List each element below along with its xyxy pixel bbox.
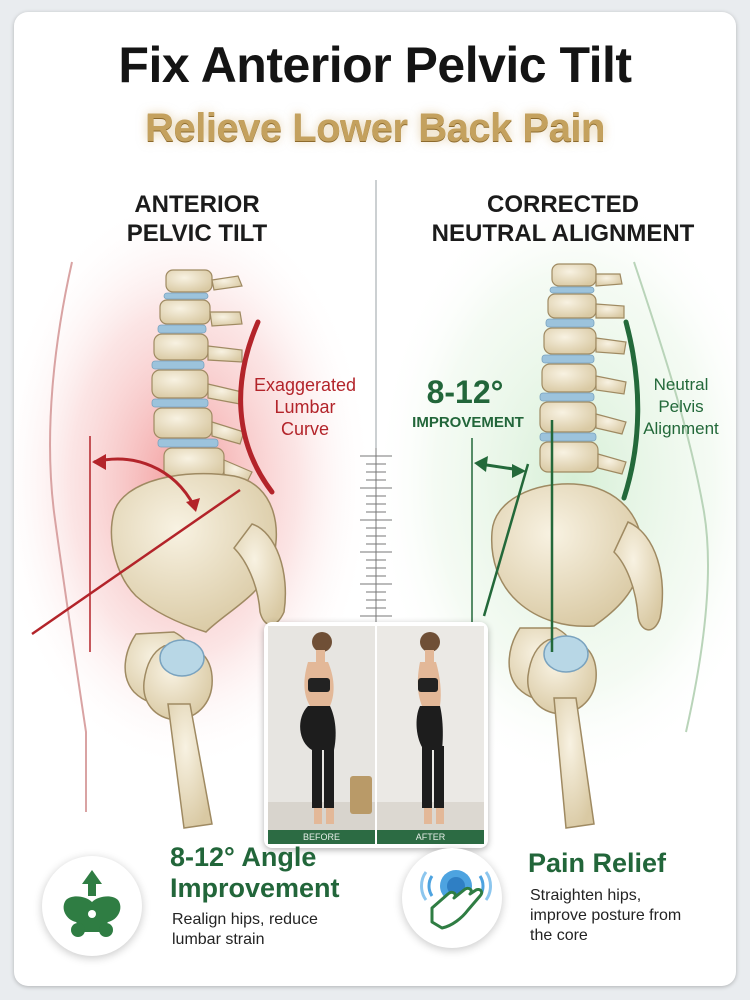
left-panel-heading: ANTERIOR PELVIC TILT <box>126 191 268 247</box>
benefit-icon-circle <box>42 856 142 956</box>
left-curve-bracket <box>238 319 275 495</box>
left-tilt-arrowhead-start <box>92 454 106 470</box>
page-subtitle: Relieve Lower Back Pain <box>145 106 605 150</box>
benefit-icon-circle <box>402 848 502 948</box>
before-figure <box>300 632 336 824</box>
improvement-value: 8-12° <box>426 374 504 410</box>
left-tilt-line <box>31 488 241 636</box>
right-measure-arrowhead-end <box>512 464 526 478</box>
left-tilt-arrowhead-end <box>186 498 200 512</box>
after-figure <box>416 632 444 824</box>
left-spine <box>151 269 253 485</box>
after-label: AFTER <box>377 830 484 844</box>
right-spine <box>539 263 627 475</box>
benefit-title-angle: 8-12° Angle Improvement <box>170 842 340 903</box>
right-tilt-line <box>482 463 530 617</box>
right-hip-socket <box>543 635 589 673</box>
page-title: Fix Anterior Pelvic Tilt <box>118 37 632 93</box>
right-measure-arrowhead-start <box>474 456 488 472</box>
right-alignment-bracket <box>621 319 641 501</box>
spine-pelvis-illustration <box>14 180 736 829</box>
before-after-photo: BEFORE AFTER <box>264 622 488 848</box>
left-hip-socket <box>159 639 205 677</box>
center-ruler <box>360 448 392 624</box>
pelvis-up-arrow-icon <box>63 870 121 937</box>
infographic-card: Fix Anterior Pelvic Tilt Relieve Lower B… <box>14 12 736 986</box>
before-label: BEFORE <box>268 830 375 844</box>
improvement-label: IMPROVEMENT <box>412 414 524 431</box>
right-panel-heading: CORRECTED NEUTRAL ALIGNMENT <box>431 191 695 247</box>
exaggerated-curve-annotation: Exaggerated Lumbar Curve <box>253 375 357 439</box>
neutral-pelvis-annotation: Neutral Pelvis Alignment <box>643 375 719 438</box>
benefit-title-pain-relief: Pain Relief <box>528 848 667 878</box>
benefit-desc-pain-relief: Straighten hips, improve posture from th… <box>530 887 682 944</box>
before-after-figures <box>268 626 484 844</box>
hand-relief-icon <box>420 870 492 930</box>
left-tilt-arrow <box>93 457 196 507</box>
left-body-outline <box>49 261 87 812</box>
benefit-desc-angle: Realign hips, reduce lumbar strain <box>172 911 318 948</box>
right-body-outline <box>633 261 709 733</box>
